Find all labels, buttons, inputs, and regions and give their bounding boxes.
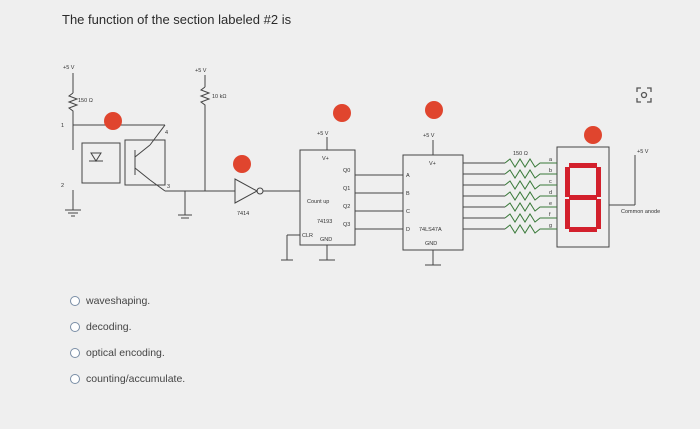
pin-1-label: 1 <box>61 123 64 129</box>
badge-1 <box>104 112 122 130</box>
in-a-label: A <box>406 173 410 179</box>
counter-vcc-pin: V+ <box>322 156 329 162</box>
radio-button[interactable] <box>70 322 80 332</box>
radio-button[interactable] <box>70 296 80 306</box>
display-vcc-label: +5 V <box>637 149 649 155</box>
gate-label: 7414 <box>237 211 249 217</box>
counter-vcc-label: +5 V <box>317 131 329 137</box>
seg-c-label: c <box>549 179 552 185</box>
counter-chip-label: 74193 <box>317 219 332 225</box>
badge-3 <box>333 104 351 122</box>
seg-g-label: g <box>549 223 552 229</box>
seg-d-label: d <box>549 190 552 196</box>
seg-e-label: e <box>549 201 552 207</box>
decoder-gnd-label: GND <box>425 241 437 247</box>
in-b-label: B <box>406 191 410 197</box>
seg-b-label: b <box>549 168 552 174</box>
counter-in-label: Count up <box>307 199 329 205</box>
option-optical-encoding[interactable]: optical encoding. <box>70 340 185 366</box>
q3-label: Q3 <box>343 222 350 228</box>
q1-label: Q1 <box>343 186 350 192</box>
option-label: optical encoding. <box>86 347 165 359</box>
counter-clr-label: CLR <box>302 233 313 239</box>
v5-left-label: +5 V <box>63 65 75 71</box>
seven-segment-display <box>565 163 601 232</box>
v5-mid-label: +5 V <box>195 68 207 74</box>
badge-2 <box>233 155 251 173</box>
decoder-chip-label: 74LS47A <box>419 227 442 233</box>
q2-label: Q2 <box>343 204 350 210</box>
in-d-label: D <box>406 227 410 233</box>
seg-f-label: f <box>549 212 551 218</box>
q0-label: Q0 <box>343 168 350 174</box>
badge-4 <box>425 101 443 119</box>
seg-a-label: a <box>549 157 553 163</box>
option-decoding[interactable]: decoding. <box>70 314 185 340</box>
option-label: decoding. <box>86 321 132 333</box>
radio-button[interactable] <box>70 374 80 384</box>
question-text: The function of the section labeled #2 i… <box>62 12 292 27</box>
pin-2-label: 2 <box>61 183 64 189</box>
expand-icon[interactable] <box>636 87 652 103</box>
in-c-label: C <box>406 209 410 215</box>
badge-5 <box>584 126 602 144</box>
decoder-vcc-label: +5 V <box>423 133 435 139</box>
common-anode-label: Common anode <box>621 209 660 215</box>
counter-gnd-label: GND <box>320 237 332 243</box>
res-array-label: 150 Ω <box>513 151 528 157</box>
decoder-vcc-pin: V+ <box>429 161 436 167</box>
r150-label: 150 Ω <box>78 98 93 104</box>
option-waveshaping[interactable]: waveshaping. <box>70 288 185 314</box>
r10k-label: 10 kΩ <box>212 94 227 100</box>
radio-button[interactable] <box>70 348 80 358</box>
option-label: waveshaping. <box>86 295 151 307</box>
answer-options: waveshaping. decoding. optical encoding.… <box>70 288 185 392</box>
circuit-diagram: +5 V +5 V 150 Ω 10 kΩ 1 2 3 4 7414 +5 V … <box>61 65 660 266</box>
option-counting[interactable]: counting/accumulate. <box>70 366 185 392</box>
pin-4-label: 4 <box>165 130 168 136</box>
option-label: counting/accumulate. <box>86 373 186 385</box>
pin-3-label: 3 <box>167 184 170 190</box>
